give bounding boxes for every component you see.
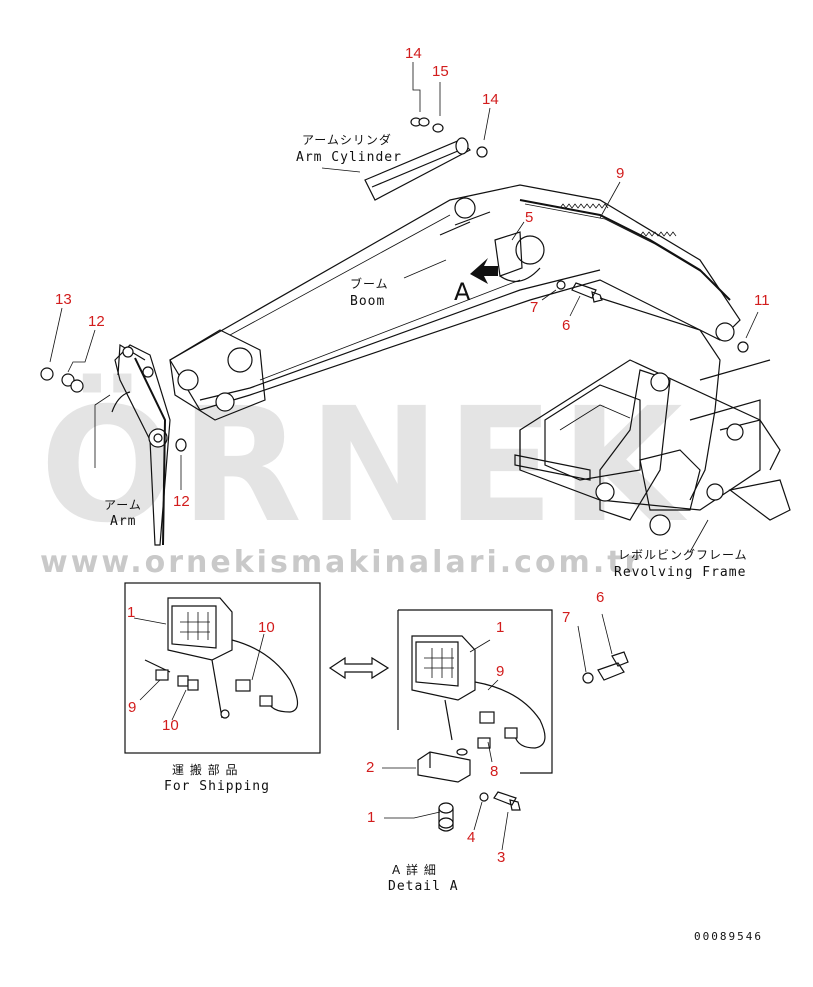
callout-13: 13 [55, 291, 72, 308]
revolving-frame-label-jp: レボルビングフレーム [618, 548, 748, 562]
callout-1: 1 [496, 619, 504, 636]
double-arrow [328, 656, 390, 680]
loose-parts-top [40, 117, 749, 452]
callout-7: 7 [562, 609, 570, 626]
callout-4: 4 [467, 829, 475, 846]
watermark-url: www.ornekismakinalari.com.tr [40, 545, 642, 580]
callout-9: 9 [128, 699, 136, 716]
callout-10: 10 [258, 619, 275, 636]
detail-a-label-jp: A 詳 細 [392, 862, 437, 877]
arm-label-jp: アーム [104, 498, 142, 512]
detail-a-panel: 1 7 6 9 2 8 1 4 3 A 詳 細 Detail A [366, 589, 629, 894]
watermark: ÖRNEK www.ornekismakinalari.com.tr [40, 372, 689, 580]
callout-12: 12 [173, 493, 190, 510]
view-letter-a: A [454, 278, 471, 306]
callout-1: 1 [127, 604, 135, 621]
callout-2: 2 [366, 759, 374, 776]
callout-12: 12 [88, 313, 105, 330]
arm-cylinder-label-jp: アームシリンダ [302, 132, 392, 147]
callout-11: 11 [754, 292, 770, 309]
callout-1: 1 [367, 809, 375, 826]
for-shipping-label-en: For Shipping [164, 779, 270, 794]
arm-cylinder-label-en: Arm Cylinder [296, 150, 402, 165]
callout-10: 10 [162, 717, 179, 734]
callout-6: 6 [596, 589, 604, 606]
callout-14: 14 [482, 91, 499, 108]
watermark-brand: ÖRNEK [40, 372, 689, 558]
callouts-main: 14 15 14 9 5 7 6 11 13 12 12 [55, 45, 770, 510]
boom-assembly-drawing: A [111, 137, 791, 546]
for-shipping-label-jp: 運 搬 部 品 [172, 762, 238, 777]
boom-label-jp: ブーム [350, 276, 389, 291]
revolving-frame-label-en: Revolving Frame [614, 565, 746, 580]
callout-9: 9 [616, 165, 624, 182]
callout-9: 9 [496, 663, 504, 680]
leader-lines [49, 62, 759, 553]
component-labels: アームシリンダ Arm Cylinder ブーム Boom アーム Arm レボ… [104, 132, 748, 580]
arm-label-en: Arm [110, 514, 136, 529]
detail-a-label-en: Detail A [388, 879, 459, 894]
for-shipping-panel: 1 10 9 10 運 搬 部 品 For Shipping [124, 582, 321, 794]
callout-3: 3 [497, 849, 505, 866]
callout-5: 5 [525, 209, 533, 226]
callout-6: 6 [562, 317, 570, 334]
callout-8: 8 [490, 763, 498, 780]
document-number: 00089546 [694, 930, 763, 943]
callout-14: 14 [405, 45, 422, 62]
callout-7: 7 [530, 299, 538, 316]
boom-label-en: Boom [350, 294, 385, 309]
callout-15: 15 [432, 63, 449, 80]
